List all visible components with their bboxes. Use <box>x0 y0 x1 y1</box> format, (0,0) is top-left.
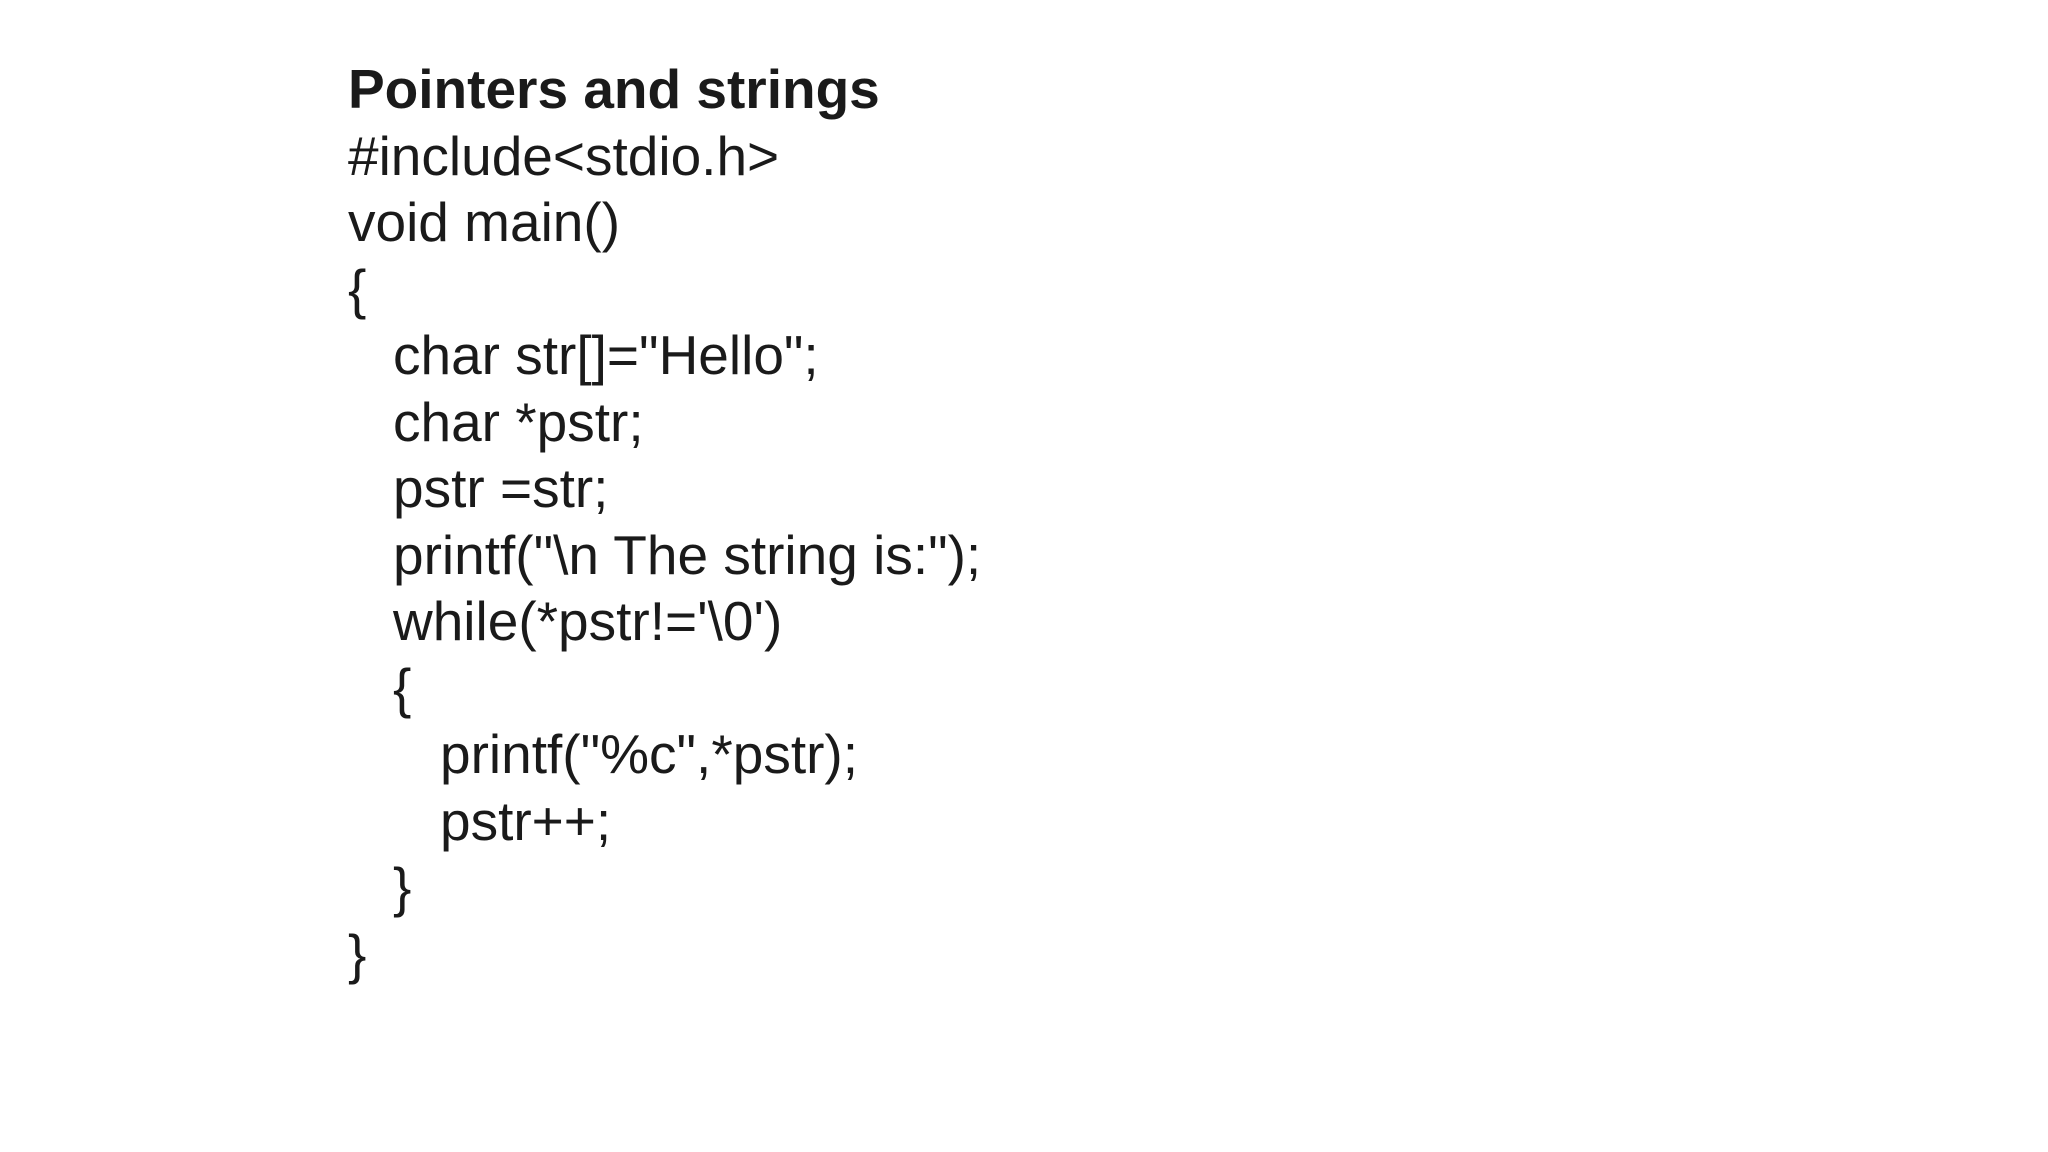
code-line: printf("%c",*pstr); <box>440 723 859 785</box>
page-title: Pointers and strings <box>348 58 880 120</box>
code-lines: #include<stdio.h>void main(){char str[]=… <box>348 123 981 988</box>
code-line: #include<stdio.h> <box>348 124 780 187</box>
code-line: pstr++; <box>440 789 612 852</box>
code-line: { <box>393 656 412 719</box>
code-line: while(*pstr!='\0') <box>393 590 783 652</box>
code-line: char str[]="Hello"; <box>393 324 819 386</box>
code-line: } <box>393 856 412 918</box>
code-line: printf("\n The string is:"); <box>393 523 982 586</box>
code-line: char *pstr; <box>393 390 644 453</box>
code-line: { <box>348 257 367 320</box>
code-line: void main() <box>348 191 621 253</box>
code-line: } <box>348 922 367 985</box>
code-line: pstr =str; <box>393 457 609 519</box>
code-block: Pointers and strings #include<stdio.h>vo… <box>348 56 981 987</box>
